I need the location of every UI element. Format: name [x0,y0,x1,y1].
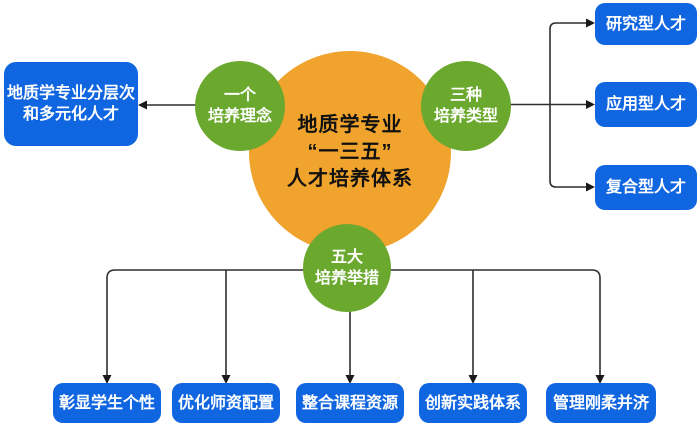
arrowhead-concept [138,100,147,110]
types-circle: 三种 培养类型 [421,61,511,151]
concept-item-line2: 和多元化人才 [22,106,119,123]
measure-item-label-5: 管理刚柔并济 [552,394,649,412]
measure-item-label-3: 整合课程资源 [301,394,398,412]
arrowhead-measure-1 [102,375,112,384]
type-item-research-box: 研究型人才 [595,3,697,45]
measure-item-box-5: 管理刚柔并济 [546,383,656,423]
measures-circle: 五大 培养举措 [303,224,391,312]
measure-item-box-3: 整合课程资源 [296,383,404,423]
types-circle-line1: 三种 [449,87,482,104]
arrowhead-measure-2 [221,375,231,384]
measure-item-box-4: 创新实践体系 [419,383,527,423]
concept-item-line1: 地质学专业分层次 [6,85,135,102]
type-item-composite-label: 复合型人才 [605,179,686,196]
concept-circle: 一个 培养理念 [195,61,285,151]
type-item-applied-label: 应用型人才 [605,96,686,113]
connector-types-bracket [549,22,587,188]
type-item-research-label: 研究型人才 [605,15,686,33]
arrowhead-type-2 [586,100,595,109]
concept-circle-line2: 培养理念 [207,108,272,125]
concept-circle-line1: 一个 [223,87,256,104]
center-circle: 地质学专业 “一三五” 人才培养体系 [249,51,451,253]
measures-circle-line1: 五大 [330,249,363,266]
types-circle-line2: 培养类型 [433,108,498,125]
arrowhead-type-3 [586,182,595,192]
measure-item-label-1: 彰显学生个性 [58,394,155,412]
measure-item-label-2: 优化师资配置 [177,394,274,412]
center-title-line1: 地质学专业 [297,113,403,136]
measure-item-box-2: 优化师资配置 [172,383,280,423]
arrowhead-type-1 [586,18,595,28]
concept-item-box: 地质学专业分层次 和多元化人才 [4,62,138,146]
arrowhead-measure-5 [595,375,605,384]
type-item-applied-box: 应用型人才 [595,82,697,127]
measures-circle-line2: 培养举措 [314,270,379,287]
arrowhead-measure-3 [345,375,355,384]
center-title-line3: 人才培养体系 [287,167,413,190]
measure-item-box-1: 彰显学生个性 [53,383,161,423]
measure-item-label-4: 创新实践体系 [424,394,521,412]
center-title-line2: “一三五” [307,140,393,163]
type-item-composite-box: 复合型人才 [595,165,697,210]
arrowhead-measure-4 [468,375,478,384]
